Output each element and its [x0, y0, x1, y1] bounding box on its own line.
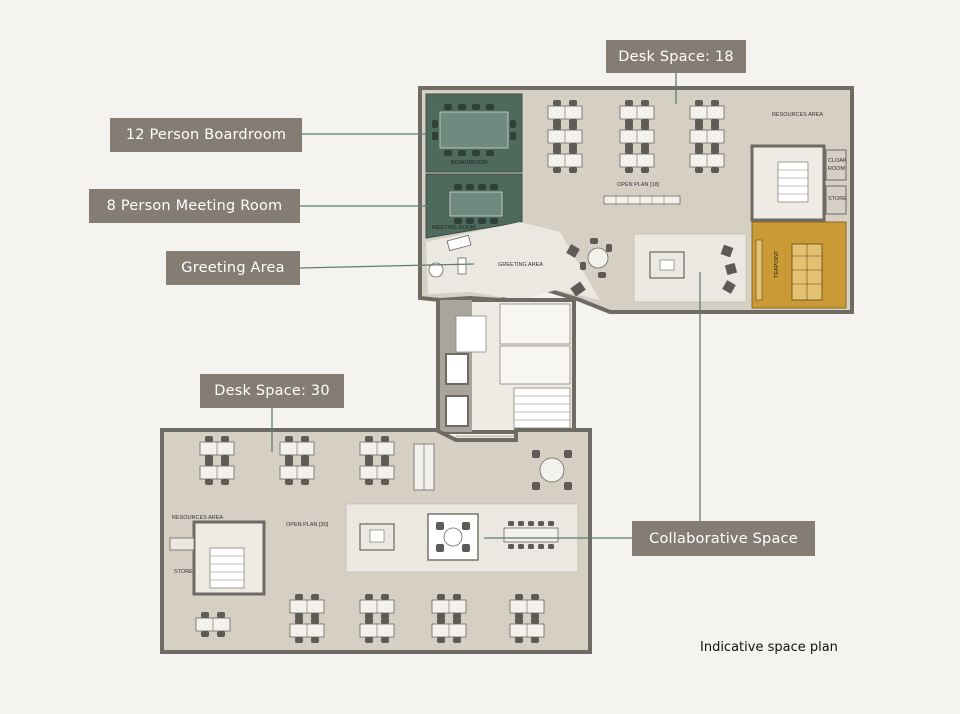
callout-greeting-area: Greeting Area [166, 251, 300, 285]
upper-desk-cluster [547, 99, 725, 174]
greeting-furniture [428, 234, 586, 297]
leader-greeting-area [299, 263, 475, 269]
callout-boardroom: 12 Person Boardroom [110, 118, 302, 152]
plan-label-teapoint: TEAPOINT [774, 250, 780, 278]
plan-label-store-lower: STORE [174, 569, 193, 575]
callout-desk-space-lower: Desk Space: 30 [200, 374, 344, 408]
upper-bench [603, 195, 681, 205]
plan-label-greeting-area: GREETING AREA [498, 262, 543, 268]
lower-round-table [532, 450, 572, 490]
upper-round-table [580, 238, 612, 278]
plan-label-boardroom: BOARDROOM [451, 160, 488, 166]
lower-collab-furniture [359, 513, 559, 561]
lower-floor: OPEN PLAN [30] RESOURCES AREA STORE [160, 428, 592, 654]
caption-indicative-space-plan: Indicative space plan [700, 640, 838, 655]
wc-block-1 [499, 303, 571, 345]
callout-desk-space-upper: Desk Space: 18 [606, 40, 746, 73]
plan-label-resources-upper: RESOURCES AREA [772, 112, 823, 118]
lower-stair-core [169, 520, 266, 596]
plan-label-open-plan-lower: OPEN PLAN [30] [286, 522, 329, 528]
wc-block-2 [499, 345, 571, 385]
upper-stair-core [750, 144, 847, 222]
upper-floor: BOARDROOM MEETING ROOM GREETING AREA OPE… [418, 86, 854, 314]
lower-desk-cluster-top [199, 435, 435, 491]
plan-label-open-plan-upper: OPEN PLAN [18] [617, 182, 660, 188]
meeting-table [449, 184, 503, 224]
plan-label-cloak-2: ROOM [828, 166, 846, 172]
teapoint-tables [755, 239, 823, 301]
plan-label-resources-lower: RESOURCES AREA [172, 515, 223, 521]
boardroom-table [432, 104, 516, 156]
upper-soft-seating [649, 244, 738, 294]
plan-label-cloak-1: CLOAK [828, 158, 847, 164]
callout-meeting-room: 8 Person Meeting Room [89, 189, 300, 223]
leader-lines [271, 73, 701, 539]
plan-label-meeting-room: MEETING ROOM [432, 225, 476, 231]
core-stair [513, 387, 571, 429]
callout-collaborative-space: Collaborative Space [632, 521, 815, 556]
plan-label-store-upper: STORE [828, 196, 847, 202]
